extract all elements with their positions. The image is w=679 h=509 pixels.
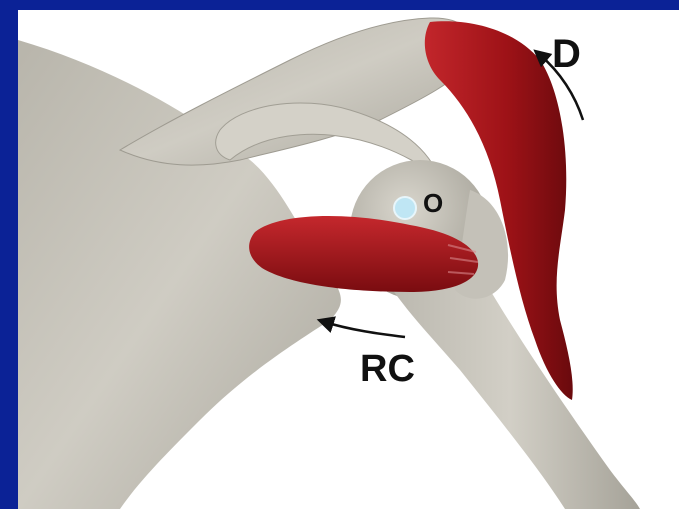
- illustration-panel: [18, 10, 679, 509]
- acromion: [120, 18, 473, 165]
- pivot-point: [394, 197, 416, 219]
- rotator-cuff-label: RC: [360, 348, 415, 391]
- deltoid-label: D: [552, 32, 581, 77]
- shoulder-illustration: [18, 10, 679, 509]
- center-of-rotation-label: O: [423, 188, 443, 219]
- humerus: [380, 260, 640, 509]
- rotator-cuff-arrow: [325, 322, 405, 337]
